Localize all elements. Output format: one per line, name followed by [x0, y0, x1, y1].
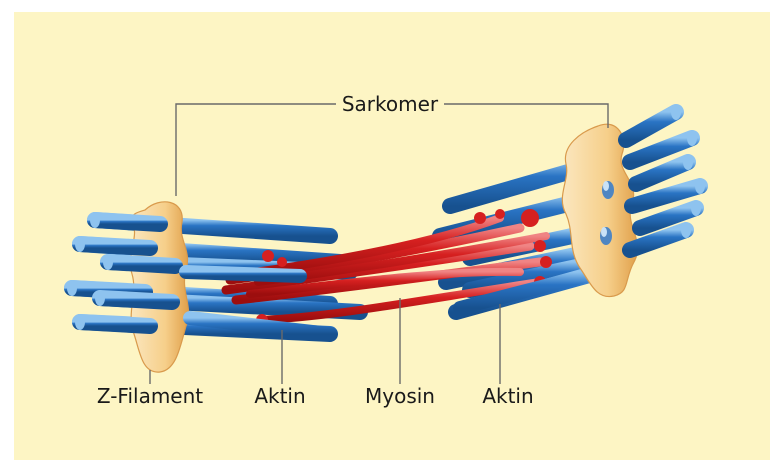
label-aktin-right: Aktin — [482, 384, 533, 408]
label-myosin: Myosin — [365, 384, 435, 408]
label-sarkomer: Sarkomer — [342, 92, 439, 116]
label-z-filament: Z-Filament — [97, 384, 203, 408]
label-aktin-left: Aktin — [254, 384, 305, 408]
